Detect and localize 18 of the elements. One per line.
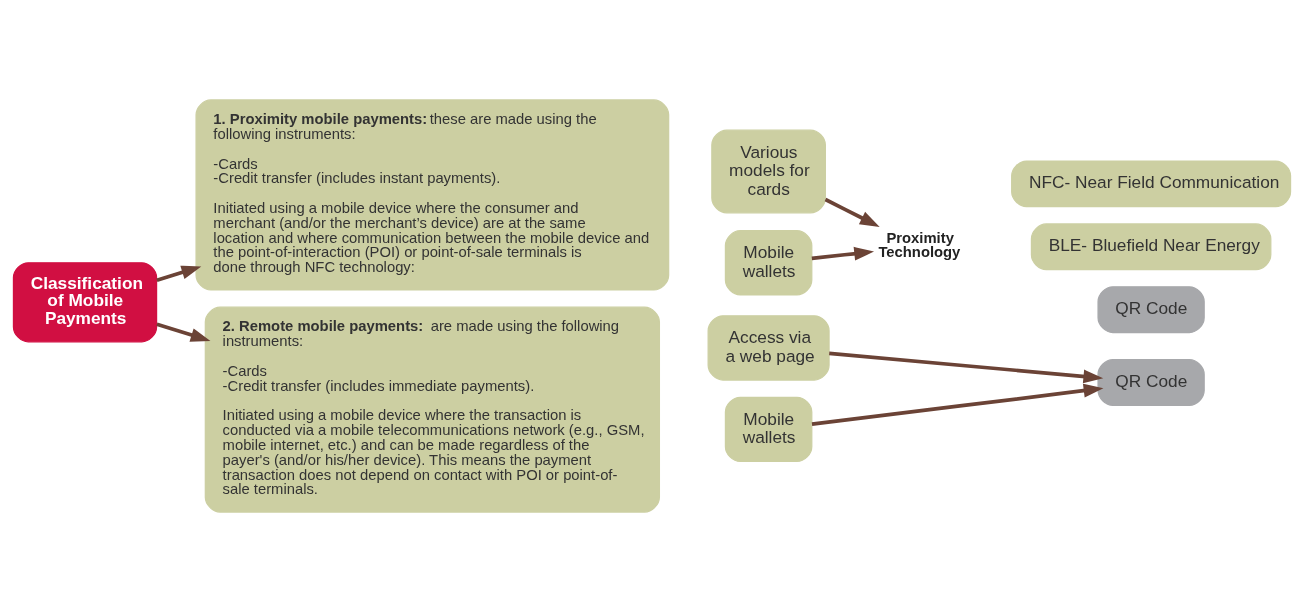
node-box: Access via a web page	[707, 315, 830, 381]
node-box: 2. Remote mobile payments: are made using the following instruments: -Cards -Credit transfer (includes immediate payments). Initiated using a mobile device where the transaction is conducted via a mobile telecommunications network (e.g., GSM, mobile internet, etc.) and can be made regardless of the payer's (and/or his/her device). This means the payment transaction does not depend on contact with POI or point-of-sale terminals.	[204, 306, 660, 513]
arrow	[829, 351, 1104, 384]
node-box: BLE- Bluefield Near Energy	[1030, 223, 1272, 271]
node-box: Mobile wallets	[724, 230, 813, 296]
node-box: Classification of Mobile Payments	[12, 262, 158, 343]
node-box: QR Code	[1097, 286, 1205, 334]
node-box: Various models for cards	[711, 129, 826, 214]
arrow	[156, 265, 202, 283]
arrow	[156, 322, 211, 342]
node-box: 1. Proximity mobile payments: these are made using the following instruments: -Cards -Credit transfer (includes instant payments). Initiated using a mobile device where the consumer and merchant (and/or the merchant’s device) are at the same location and where communication between the mobile device and the point-of-interaction (POI) or point-of-sale terminals is done through NFC technology:	[195, 99, 670, 291]
arrow	[824, 197, 880, 227]
node-box: NFC- Near Field Communication	[1011, 160, 1292, 208]
node-box: Mobile wallets	[724, 396, 813, 463]
arrow	[811, 246, 875, 261]
node-box: QR Code	[1097, 359, 1205, 406]
node-text: Proximity Technology	[878, 229, 961, 261]
arrow	[811, 383, 1104, 427]
